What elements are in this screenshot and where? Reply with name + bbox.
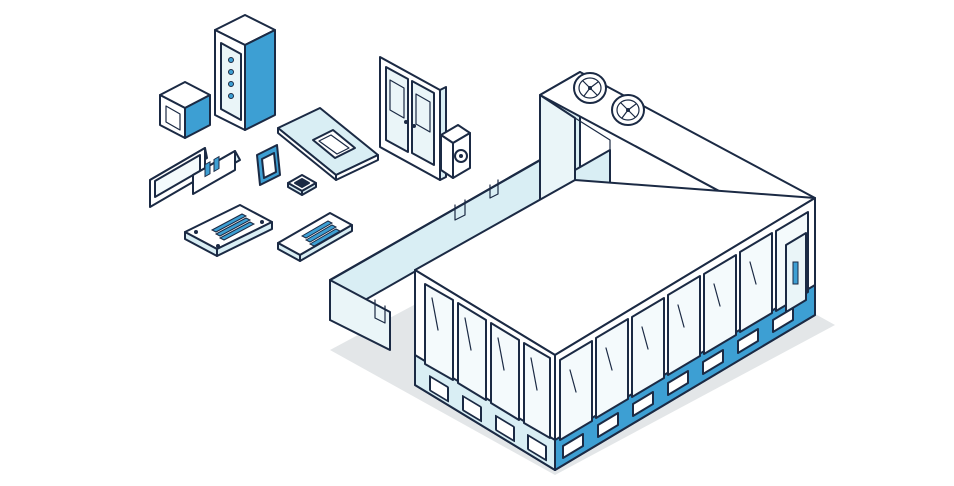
- side-facade: [414, 269, 556, 471]
- ceiling-light-panel-icon: [277, 107, 379, 181]
- wall-panel-module-icon: [159, 81, 211, 139]
- side-grilles: [429, 375, 547, 462]
- air-return-grille-strip-icon: [277, 212, 353, 262]
- switch-panel-icon: [192, 150, 241, 195]
- air-shower-icon: [214, 14, 276, 131]
- cleanroom-window-icon: [149, 147, 208, 208]
- double-door-icon: [379, 56, 447, 181]
- rooftop-fans: [573, 72, 645, 126]
- side-window-panels: [424, 283, 551, 439]
- modular-cleanroom: [329, 71, 835, 475]
- small-window-icon: [256, 144, 281, 186]
- partial-back-wall: [329, 157, 545, 351]
- air-return-grille-panel-icon: [184, 204, 273, 257]
- front-grilles: [562, 307, 794, 459]
- fan-icon: [573, 72, 607, 104]
- fan-filter-unit-icon: [440, 124, 471, 179]
- ceiling-grille-icon: [287, 174, 317, 196]
- front-door: [785, 232, 807, 313]
- utility-tower: [539, 71, 816, 249]
- front-facade: [554, 197, 816, 471]
- fan-icon: [611, 94, 645, 126]
